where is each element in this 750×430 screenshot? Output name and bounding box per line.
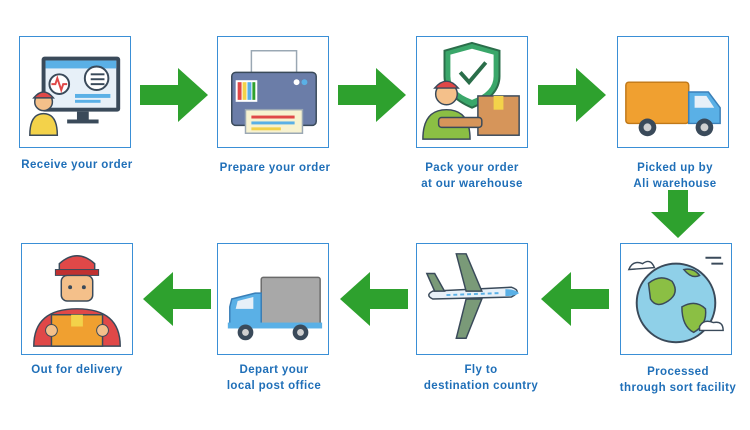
arrow-left-3 bbox=[143, 272, 211, 326]
step-card-prepare bbox=[217, 36, 329, 148]
packer-shield-icon bbox=[422, 41, 520, 140]
delivery-truck-icon bbox=[625, 81, 721, 137]
step-card-depart bbox=[217, 243, 329, 355]
printer-icon bbox=[231, 50, 317, 134]
step-card-pack bbox=[416, 36, 528, 148]
step-card-fly bbox=[416, 243, 528, 355]
step-label-prepare: Prepare your order bbox=[219, 162, 331, 174]
step-card-receive bbox=[19, 36, 131, 148]
step-label-sort: Processed through sort facility bbox=[619, 366, 737, 394]
post-truck-icon bbox=[227, 276, 323, 341]
step-label-fly: Fly to destination country bbox=[423, 364, 539, 392]
step-card-deliver bbox=[21, 243, 133, 355]
courier-icon bbox=[33, 255, 121, 347]
arrow-right-1 bbox=[140, 68, 208, 122]
arrow-left-1 bbox=[541, 272, 609, 326]
step-label-receive: Receive your order bbox=[21, 159, 133, 171]
step-card-sort bbox=[620, 243, 732, 355]
step-label-pack: Pack your order at our warehouse bbox=[421, 162, 523, 190]
step-label-pickup: Picked up by Ali warehouse bbox=[633, 162, 717, 190]
globe-icon bbox=[627, 256, 724, 344]
arrow-down bbox=[651, 190, 705, 238]
airplane-icon bbox=[425, 253, 520, 340]
arrow-right-3 bbox=[538, 68, 606, 122]
arrow-right-2 bbox=[338, 68, 406, 122]
computer-order-icon bbox=[29, 56, 121, 136]
step-card-pickup bbox=[617, 36, 729, 148]
step-label-deliver: Out for delivery bbox=[31, 364, 123, 376]
arrow-left-2 bbox=[340, 272, 408, 326]
step-label-depart: Depart your local post office bbox=[226, 364, 322, 392]
